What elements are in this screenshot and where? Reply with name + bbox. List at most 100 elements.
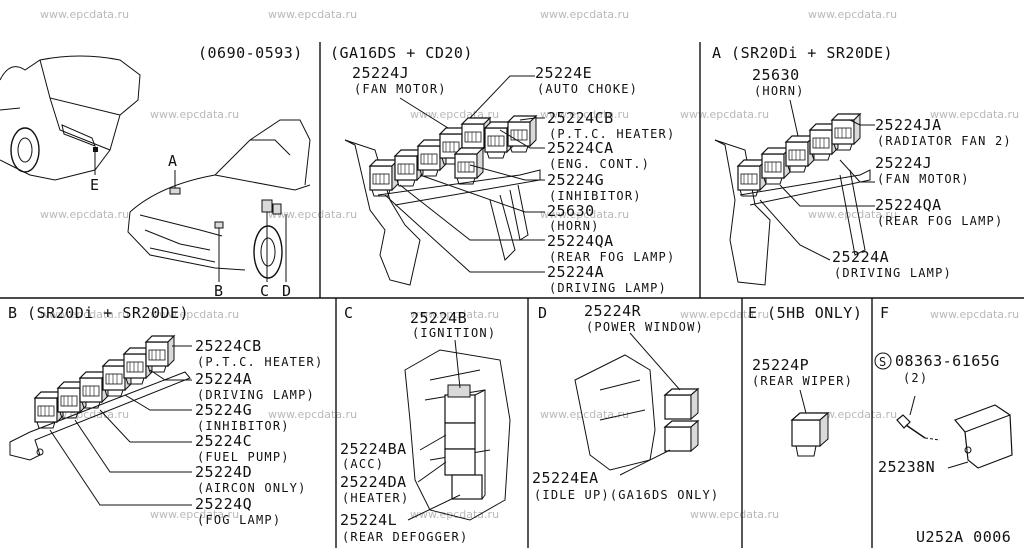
watermark: www.epcdata.ru [410, 308, 499, 321]
part-number: 25224DA [340, 473, 407, 491]
part-number: 25224P [752, 356, 809, 374]
diagram-code: U252A 0006 [916, 528, 1011, 546]
part-description: (INHIBITOR) [197, 419, 290, 433]
relay-icon [369, 159, 399, 197]
location-a: A [168, 152, 178, 170]
panel-a: A (SR20Di + SR20DE) 25630 (HORN) 25224JA… [712, 44, 1012, 286]
part-number: 25224CB [195, 337, 262, 355]
part-description: (P.T.C. HEATER) [549, 127, 675, 141]
part-number: 25224E [535, 64, 592, 82]
watermark: www.epcdata.ru [680, 308, 769, 321]
part-number: 25224A [832, 248, 889, 266]
part-description: (AIRCON ONLY) [197, 481, 307, 495]
part-description: (RADIATOR FAN 2) [877, 134, 1012, 148]
panel-dividers [0, 42, 1024, 548]
location-d: D [282, 282, 292, 300]
part-description: (AUTO CHOKE) [537, 82, 638, 96]
part-description: (P.T.C. HEATER) [197, 355, 323, 369]
date-range: (0690-0593) [198, 44, 303, 62]
part-description: (IDLE UP)(GA16DS ONLY) [534, 488, 719, 502]
part-description: (REAR DEFOGGER) [342, 530, 468, 544]
part-description: (ACC) [342, 457, 384, 471]
bolt-symbol: S [879, 355, 886, 369]
part-number: 25224G [195, 401, 252, 419]
part-number: 25224B [410, 309, 467, 327]
part-description: (DRIVING LAMP) [834, 266, 952, 280]
part-description: (INHIBITOR) [549, 189, 642, 203]
relay-stack [444, 384, 486, 500]
bolt-icon [896, 414, 941, 441]
watermark: www.epcdata.ru [410, 508, 499, 521]
part-number: 25224R [584, 302, 642, 320]
panel-title: F [880, 304, 890, 322]
watermark: www.epcdata.ru [540, 208, 629, 221]
panel-title: B (SR20Di + SR20DE) [8, 304, 189, 322]
watermark: www.epcdata.ru [680, 108, 769, 121]
part-description: (POWER WINDOW) [586, 320, 704, 334]
panel-e: E (5HB ONLY) 25224P (REAR WIPER) [748, 304, 862, 457]
overview-panel: (0690-0593) E [0, 44, 311, 300]
part-description: (HEATER) [342, 491, 409, 505]
watermark: www.epcdata.ru [808, 208, 897, 221]
part-description: (DRIVING LAMP) [549, 281, 667, 295]
watermark: www.epcdata.ru [808, 408, 897, 421]
panel-b: B (SR20Di + SR20DE) 25224CB (P.T.C. HEAT… [8, 304, 323, 527]
part-description: (FUEL PUMP) [197, 450, 290, 464]
part-number: 25224CA [547, 139, 614, 157]
watermark: www.epcdata.ru [268, 408, 357, 421]
part-number: 25224J [875, 154, 932, 172]
part-number: 25224QA [875, 196, 942, 214]
part-description: (FAN MOTOR) [354, 82, 447, 96]
watermark: www.epcdata.ru [40, 308, 129, 321]
part-number: 25238N [878, 458, 935, 476]
watermark: www.epcdata.ru [540, 108, 629, 121]
watermark: www.epcdata.ru [150, 308, 239, 321]
part-number: 25224QA [547, 232, 614, 250]
watermark: www.epcdata.ru [40, 208, 129, 221]
part-number: 25224EA [532, 469, 599, 487]
relay-pair [663, 387, 700, 453]
watermark: www.epcdata.ru [930, 308, 1019, 321]
part-number: 25224JA [875, 116, 942, 134]
part-number: 25224CB [547, 109, 614, 127]
relay-icon [790, 411, 830, 457]
front-car-outline [127, 119, 311, 282]
location-e: E [90, 176, 100, 194]
part-number: 25224A [195, 370, 252, 388]
part-number: 25630 [547, 202, 595, 220]
part-number: 25224J [352, 64, 409, 82]
part-number: 25224A [547, 263, 604, 281]
part-number: 25224C [195, 432, 252, 450]
part-number: 25224L [340, 511, 397, 529]
panel-ga16ds-cd20: (GA16DS + CD20) 25224J (FAN MOTOR) 25224… [330, 44, 675, 295]
panel-f: F S 08363-6165G (2) 25238N [874, 304, 1013, 476]
panel-title: C [344, 304, 354, 322]
part-description: (FOG LAMP) [197, 513, 281, 527]
panel-c: C 25224B (IGNITION) 25224BA (ACC) 25224D… [340, 304, 511, 544]
watermark: www.epcdata.ru [150, 508, 239, 521]
part-description: (HORN) [549, 219, 600, 233]
part-number: 25224G [547, 171, 604, 189]
watermark: www.epcdata.ru [268, 8, 357, 21]
watermark: www.epcdata.ru [930, 108, 1019, 121]
rear-car-outline [0, 55, 141, 181]
bracket-icon [953, 404, 1013, 469]
part-description: (DRIVING LAMP) [197, 388, 315, 402]
watermark: www.epcdata.ru [808, 8, 897, 21]
relay-icon [454, 147, 484, 185]
part-description: (IGNITION) [412, 326, 496, 340]
part-description: (REAR FOG LAMP) [877, 214, 1003, 228]
part-description: (FAN MOTOR) [877, 172, 970, 186]
panel-d: D 25224R (POWER WINDOW) 25224EA (IDLE UP… [532, 302, 719, 502]
part-number: 08363-6165G [895, 352, 1000, 370]
part-description: (ENG. CONT.) [549, 157, 650, 171]
location-b: B [214, 282, 224, 300]
location-c: C [260, 282, 270, 300]
part-number: 25224BA [340, 440, 407, 458]
part-number: 25224Q [195, 495, 252, 513]
watermark: www.epcdata.ru [150, 108, 239, 121]
part-description: (REAR FOG LAMP) [549, 250, 675, 264]
watermark: www.epcdata.ru [268, 208, 357, 221]
watermark: www.epcdata.ru [540, 408, 629, 421]
